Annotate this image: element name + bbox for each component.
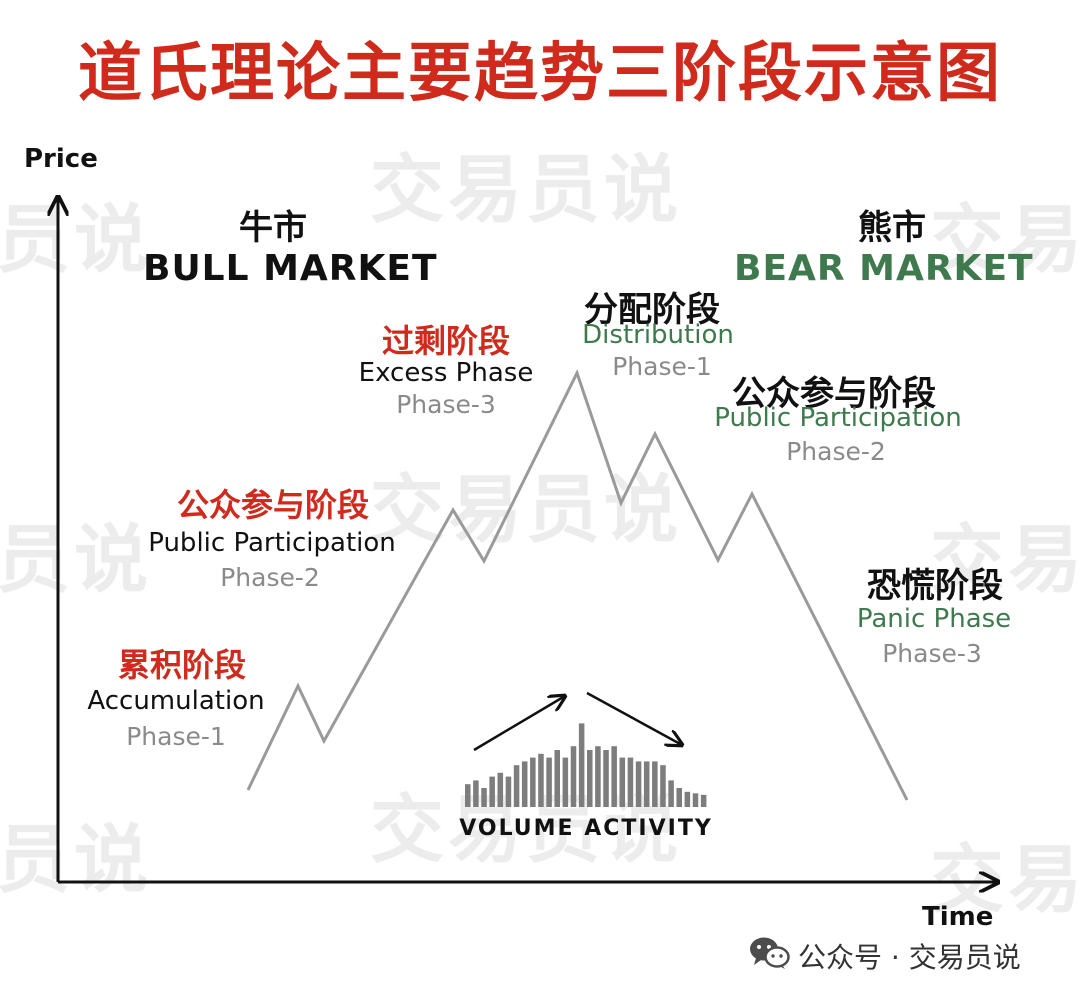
bear-phase2-label: Phase-2 (786, 437, 886, 466)
footer-account-text: 公众号 · 交易员说 (798, 941, 1021, 974)
bear-phase3-en: Panic Phase (856, 604, 1012, 634)
volume-bar (546, 757, 552, 807)
volume-bar (578, 723, 585, 807)
volume-bar (692, 793, 699, 807)
bull-phase1-en: Accumulation (87, 686, 265, 716)
bull-market-cn: 牛市 (239, 208, 307, 248)
watermark-4: 交易员说 (0, 197, 152, 283)
volume-bar (684, 791, 691, 807)
volume-bar (635, 761, 642, 807)
watermark-6: 交易员说 (0, 817, 152, 903)
volume-bar (465, 784, 471, 807)
volume-bar (554, 750, 560, 807)
bull-phase3-label: Phase-3 (396, 390, 496, 419)
bear-phase1-cn: 分配阶段 (584, 290, 720, 330)
volume-bar (676, 788, 682, 807)
bull-market-en: BULL MARKET (143, 248, 438, 289)
bull-phase2-cn: 公众参与阶段 (176, 486, 370, 524)
volume-bar (700, 794, 707, 807)
bear-phase2-cn: 公众参与阶段 (732, 374, 936, 414)
bull-phase2-en: Public Participation (148, 528, 396, 558)
volume-bar (660, 765, 666, 807)
bear-phase2-en: Public Participation (714, 403, 962, 433)
volume-bar (530, 757, 536, 807)
volume-bar (668, 780, 674, 807)
bear-phase3-label: Phase-3 (882, 639, 982, 668)
volume-falling-arrow (586, 691, 682, 745)
bull-phase2-label: Phase-2 (220, 563, 320, 592)
x-axis-label: Time (922, 902, 994, 932)
bull-phase1-cn: 累积阶段 (117, 646, 247, 684)
bear-phase3-cn: 恐慌阶段 (867, 566, 1003, 606)
volume-bar (481, 788, 487, 807)
volume-rising-arrow (473, 696, 565, 752)
bear-market-en: BEAR MARKET (734, 248, 1034, 289)
volume-bar (521, 761, 528, 807)
page-title: 道氏理论主要趋势三阶段示意图 (78, 37, 1002, 111)
volume-bar (603, 750, 609, 807)
volume-bar (611, 746, 617, 807)
volume-bar (497, 772, 504, 807)
watermark-7: 交易员说 (930, 197, 1080, 283)
volume-bar (562, 757, 569, 807)
volume-bar (513, 765, 520, 807)
watermark-1: 交易员说 (370, 147, 682, 233)
bear-phase1-label: Phase-1 (612, 352, 712, 381)
volume-bar (652, 761, 658, 807)
volume-bar (643, 761, 650, 807)
volume-activity-label: VOLUME ACTIVITY (459, 816, 713, 841)
watermark-8: 交易员说 (930, 517, 1080, 603)
bull-phase1-label: Phase-1 (126, 722, 226, 751)
volume-bars (465, 723, 707, 807)
bear-phase1-en: Distribution (582, 320, 734, 350)
bull-phase3-en: Excess Phase (358, 358, 534, 388)
bull-phase3-cn: 过剩阶段 (381, 322, 511, 360)
watermark-9: 交易员说 (930, 837, 1080, 923)
volume-bar (505, 776, 512, 807)
volume-bar (489, 776, 495, 807)
wechat-icon (748, 934, 790, 970)
price-trend-line (246, 369, 909, 801)
volume-bar (595, 746, 601, 807)
volume-bar (619, 757, 626, 807)
y-axis-label: Price (24, 144, 98, 174)
volume-bar (538, 753, 544, 807)
volume-bar (587, 750, 593, 807)
watermark-5: 交易员说 (0, 517, 152, 603)
volume-bar (570, 746, 577, 807)
bear-market-cn: 熊市 (858, 208, 926, 248)
volume-bar (473, 780, 479, 807)
volume-bar (627, 757, 634, 807)
